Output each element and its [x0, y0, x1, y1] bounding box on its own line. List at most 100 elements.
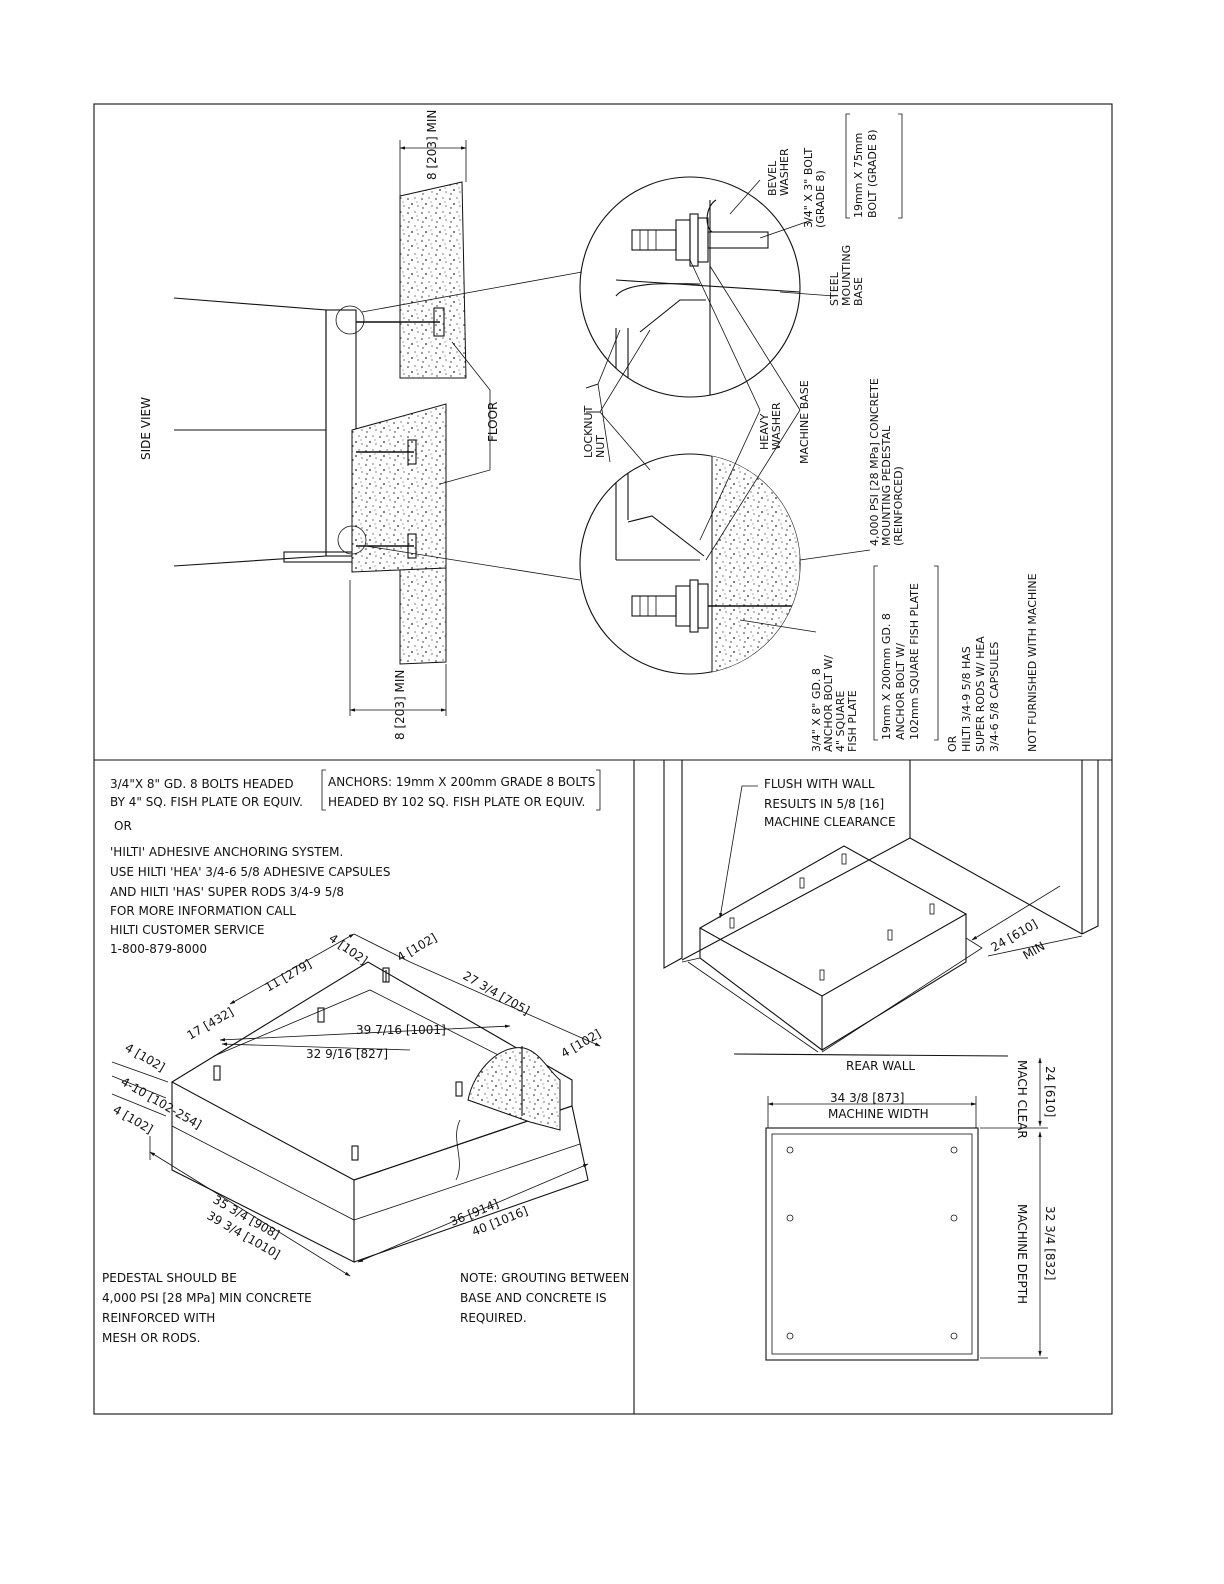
dim-left-4-102-b: 4 [102] [111, 1102, 156, 1136]
callout-text: BEVEL [766, 160, 779, 196]
side-view-drawing [173, 140, 583, 716]
callout-text: HILTI 3/4-9 5/8 HAS [960, 646, 973, 752]
side-view-dim-bottom: 8 [203] MIN [393, 670, 407, 740]
rear-wall-label: REAR WALL [846, 1059, 915, 1073]
rear-wall-line [733, 1053, 1009, 1057]
callout-text: 102mm SQUARE FISH PLATE [908, 583, 921, 740]
callout-anchor-imperial: 3/4" X 8" GD. 8 ANCHOR BOLT W/ 4" SQUARE… [810, 655, 859, 752]
note-line: MACHINE CLEARANCE [764, 815, 896, 829]
callout-text: SUPER RODS W/ HEA [974, 636, 987, 752]
floor-slab-top [399, 181, 467, 379]
pedestal-note: PEDESTAL SHOULD BE 4,000 PSI [28 MPa] MI… [102, 1271, 312, 1345]
detail-circle-top [579, 176, 801, 398]
note-line: MESH OR RODS. [102, 1331, 200, 1345]
callout-text: ANCHOR BOLT W/ [822, 655, 835, 752]
pedestal-notes: 3/4"X 8" GD. 8 BOLTS HEADED BY 4" SQ. FI… [110, 769, 601, 956]
callout-text: 3/4" X 8" GD. 8 [810, 668, 823, 752]
callout-anchor-metric: 19mm X 200mm GD. 8 ANCHOR BOLT W/ 102mm … [880, 583, 921, 740]
note-line: 'HILTI' ADHESIVE ANCHORING SYSTEM. [110, 845, 343, 859]
callout-hilti: HILTI 3/4-9 5/8 HAS SUPER RODS W/ HEA 3/… [960, 636, 1001, 752]
callout-machine-base: MACHINE BASE [798, 380, 811, 464]
note-line: REQUIRED. [460, 1311, 527, 1325]
callout-not-furnished: NOT FURNISHED WITH MACHINE [1026, 573, 1039, 752]
callout-text: BASE [852, 277, 865, 306]
dim-39-1001: 39 7/16 [1001] [356, 1023, 446, 1037]
drawing-frame [93, 103, 1113, 1415]
callout-text: WASHER [770, 402, 783, 450]
metric-bracket-anchor [873, 565, 939, 741]
plan-view [733, 1053, 1048, 1361]
note-line: PEDESTAL SHOULD BE [102, 1271, 237, 1285]
note-line: AND HILTI 'HAS' SUPER RODS 3/4-9 5/8 [110, 885, 344, 899]
callout-heavy-washer: HEAVY WASHER [758, 402, 783, 450]
pedestal-isometric [111, 933, 601, 1277]
callout-text: 3/4" X 3" BOLT [802, 148, 815, 228]
callout-locknut: LOCKNUT [582, 405, 595, 458]
flush-note: FLUSH WITH WALL RESULTS IN 5/8 [16] MACH… [764, 777, 896, 829]
note-line: FOR MORE INFORMATION CALL [110, 904, 296, 918]
callout-text: (REINFORCED) [892, 466, 905, 546]
mach-clear-label: MACH CLEAR [1015, 1060, 1029, 1139]
note-line: REINFORCED WITH [102, 1311, 215, 1325]
concrete-pedestal [351, 403, 447, 573]
callout-bolt-metric: 19mm X 75mm BOLT (GRADE 8) [852, 129, 879, 218]
note-line: HILTI CUSTOMER SERVICE [110, 923, 265, 937]
callout-nut: NUT [594, 435, 607, 458]
callout-text: 4,000 PSI [28 MPa] CONCRETE [868, 378, 881, 546]
side-view-title: SIDE VIEW [139, 397, 153, 460]
dim-11-279: 11 [279] [263, 957, 314, 995]
note-line: 1-800-879-8000 [110, 942, 207, 956]
note-line: FLUSH WITH WALL [764, 777, 875, 791]
callout-text: WASHER [778, 148, 791, 196]
wall-corner-isometric [663, 760, 1099, 1053]
callout-text: BOLT (GRADE 8) [866, 129, 879, 218]
note-line: BASE AND CONCRETE IS [460, 1291, 607, 1305]
grout-note: NOTE: GROUTING BETWEEN BASE AND CONCRETE… [460, 1271, 629, 1325]
callout-text: ANCHOR BOLT W/ [894, 643, 907, 740]
dim-4-102-b: 4 [102] [395, 931, 440, 965]
callout-steel-base: STEEL MOUNTING BASE [828, 245, 865, 306]
side-view-dim-top: 8 [203] MIN [425, 110, 439, 180]
dim-4-102-a: 4 [102] [326, 931, 370, 968]
callout-text: FISH PLATE [846, 690, 859, 752]
note-line: RESULTS IN 5/8 [16] [764, 797, 884, 811]
floor-label: FLOOR [486, 402, 500, 442]
callout-text: 3/4-6 5/8 CAPSULES [988, 642, 1001, 752]
dim-left-4-102: 4 [102] [123, 1040, 168, 1074]
note-line: ANCHORS: 19mm X 200mm GRADE 8 BOLTS [328, 775, 595, 789]
note-line: BY 4" SQ. FISH PLATE OR EQUIV. [110, 795, 303, 809]
dim-27-705: 27 3/4 [705] [461, 968, 533, 1017]
machine-width-label: MACHINE WIDTH [828, 1107, 929, 1121]
callout-text: MOUNTING PEDESTAL [880, 425, 893, 546]
callout-text: 19mm X 200mm GD. 8 [880, 613, 893, 740]
dim-4-102-c: 4 [102] [559, 1027, 604, 1061]
callout-text: MOUNTING [840, 245, 853, 306]
dim-17-432: 17 [432] [185, 1005, 236, 1043]
note-line: 3/4"X 8" GD. 8 BOLTS HEADED [110, 777, 294, 791]
callout-or: OR [946, 735, 959, 752]
machine-width-dim: 34 3/8 [873] [830, 1091, 904, 1105]
dim-32-827: 32 9/16 [827] [306, 1047, 388, 1061]
callout-bolt-imperial: 3/4" X 3" BOLT (GRADE 8) [802, 148, 827, 228]
callout-bevel-washer: BEVEL WASHER [766, 148, 791, 196]
mach-clear-dim: 24 [610] [1043, 1066, 1057, 1117]
callout-text: 19mm X 75mm [852, 133, 865, 218]
machine-depth-dim: 32 3/4 [832] [1043, 1206, 1057, 1280]
note-line: HEADED BY 102 SQ. FISH PLATE OR EQUIV. [328, 795, 585, 809]
callout-text: HEAVY [758, 413, 771, 450]
note-line: NOTE: GROUTING BETWEEN [460, 1271, 629, 1285]
note-line: 4,000 PSI [28 MPa] MIN CONCRETE [102, 1291, 312, 1305]
note-line: USE HILTI 'HEA' 3/4-6 5/8 ADHESIVE CAPSU… [110, 865, 390, 879]
floor-slab-bottom [399, 567, 447, 665]
metric-bracket [845, 113, 903, 219]
callout-leaders [585, 179, 871, 633]
callout-text: 4" SQUARE [834, 691, 847, 752]
detail-circle-bottom [579, 453, 801, 675]
machine-depth-label: MACHINE DEPTH [1015, 1204, 1029, 1304]
note-line: OR [114, 819, 132, 833]
callout-text: (GRADE 8) [814, 170, 827, 228]
callout-concrete-pedestal: 4,000 PSI [28 MPa] CONCRETE MOUNTING PED… [868, 378, 905, 546]
callout-text: STEEL [828, 271, 841, 306]
dim-min-label: MIN [1021, 939, 1048, 963]
